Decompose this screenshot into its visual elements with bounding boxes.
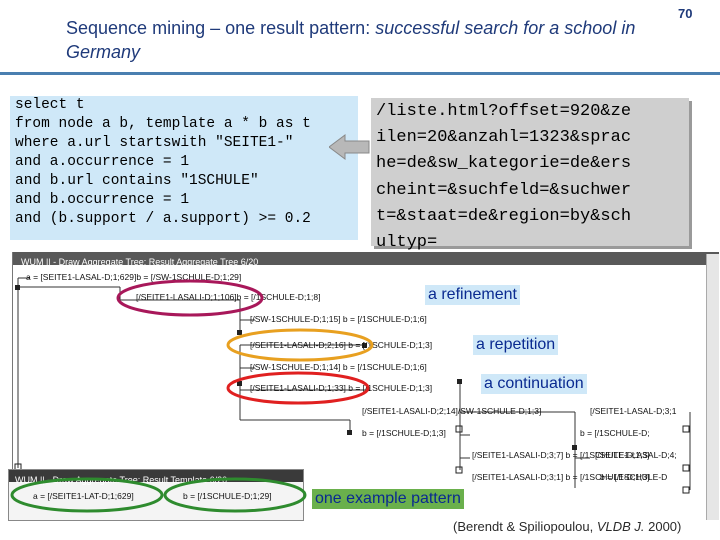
continuation-label: a continuation: [481, 374, 587, 394]
citation-journal: VLDB J.: [596, 519, 645, 534]
tree-node[interactable]: b = [/1SCHULE-D: [600, 472, 668, 482]
title-plain: Sequence mining – one result pattern:: [66, 18, 376, 38]
tree-node[interactable]: [/SEITE1-LASALI-D;1;33] b = [/1SCHULE-D;…: [250, 383, 433, 393]
refinement-ring: [116, 279, 264, 317]
query-line: from node a b, template a * b as t: [15, 116, 311, 132]
window-titlebar[interactable]: WUM || - Draw Aggregate Tree: Result Agg…: [13, 252, 719, 267]
url-line: ultyp=: [376, 233, 438, 253]
citation-close: 2000): [644, 519, 682, 534]
url-line: /liste.html?offset=920&ze: [376, 102, 632, 121]
example-ring-a: [10, 477, 164, 513]
query-line: and b.url contains "1SCHULE": [15, 173, 259, 189]
title-italic: successful search for a school in German…: [66, 18, 636, 62]
refinement-label: a refinement: [425, 285, 520, 305]
citation-open: (Berendt & Spiliopoulou,: [453, 519, 597, 534]
query-line: where a.url startswith "SEITE1-": [15, 135, 294, 151]
vertical-scrollbar[interactable]: [706, 254, 719, 520]
tree-node[interactable]: b = [/1SCHULE-D;1;3]: [362, 428, 446, 438]
tree-node[interactable]: [/SEITE1-LASALI-D;1;106]b = [/1SCHULE-D;…: [136, 292, 321, 302]
tree-node[interactable]: [/SEITE1-LASALI-D;2;16] b = [/1SCHULE-D;…: [250, 340, 433, 350]
slide-title: Sequence mining – one result pattern: su…: [66, 16, 676, 64]
query-box: select t from node a b, template a * b a…: [10, 96, 358, 240]
query-line: and (b.support / a.support) >= 0.2: [15, 211, 311, 227]
arrow-left-icon: [329, 134, 370, 160]
page-number: 70: [678, 6, 693, 21]
window-title: WUM || - Draw Aggregate Tree: Result Agg…: [21, 257, 259, 267]
query-line: select t: [15, 97, 85, 113]
template-node-a[interactable]: a = [/SEITE1-LAT-D;1;629]: [33, 491, 134, 501]
url-line: ilen=20&anzahl=1323&sprac: [376, 128, 632, 148]
query-line: and a.occurrence = 1: [15, 154, 190, 170]
tree-node[interactable]: [/SEITE1-LASALI-D;3;7] b = [/1SCHULE-D;1…: [472, 450, 650, 460]
url-line: cheint=&suchfeld=&suchwer: [376, 180, 632, 200]
tree-node[interactable]: [/SEITE1-LASALI-D;3;1] b = [/1SCHULE-D;1…: [472, 472, 650, 482]
repetition-label: a repetition: [473, 335, 559, 355]
tree-node[interactable]: [/SW-1SCHULE-D;1;14] b = [/1SCHULE-D;1;6…: [250, 362, 427, 372]
template-node-b[interactable]: b = [/1SCHULE-D;1;29]: [183, 491, 272, 501]
tree-node[interactable]: [/SW-1SCHULE-D;1;15] b = [/1SCHULE-D;1;6…: [250, 314, 427, 324]
tree-node-root[interactable]: a = [SEITE1-LASAL-D;1;629]b = [/SW-1SCHU…: [26, 272, 242, 282]
url-line: t=&staat=de&region=by&sch: [376, 206, 632, 226]
query-line: and b.occurrence = 1: [15, 192, 190, 208]
example-label: one example pattern: [312, 489, 464, 509]
title-rule: [0, 72, 720, 75]
tree-node[interactable]: [/SEITE1-LASAL-D;4;: [595, 450, 677, 460]
example-ring-b: [163, 477, 307, 513]
url-line: he=de&sw_kategorie=de&ers: [376, 154, 632, 174]
tree-node[interactable]: b = [/1SCHULE-D;: [580, 428, 650, 438]
tree-node[interactable]: [/SEITE1-LASALI-D;2;14]/SW-1SCHULE-D;1;3…: [362, 406, 542, 416]
tree-node[interactable]: [/SEITE1-LASAL-D;3;1: [590, 406, 677, 416]
url-box: /liste.html?offset=920&ze ilen=20&anzahl…: [371, 98, 689, 252]
citation: (Berendt & Spiliopoulou, VLDB J. 2000): [453, 519, 681, 534]
repetition-ring: [226, 328, 374, 362]
continuation-ring: [226, 371, 370, 405]
